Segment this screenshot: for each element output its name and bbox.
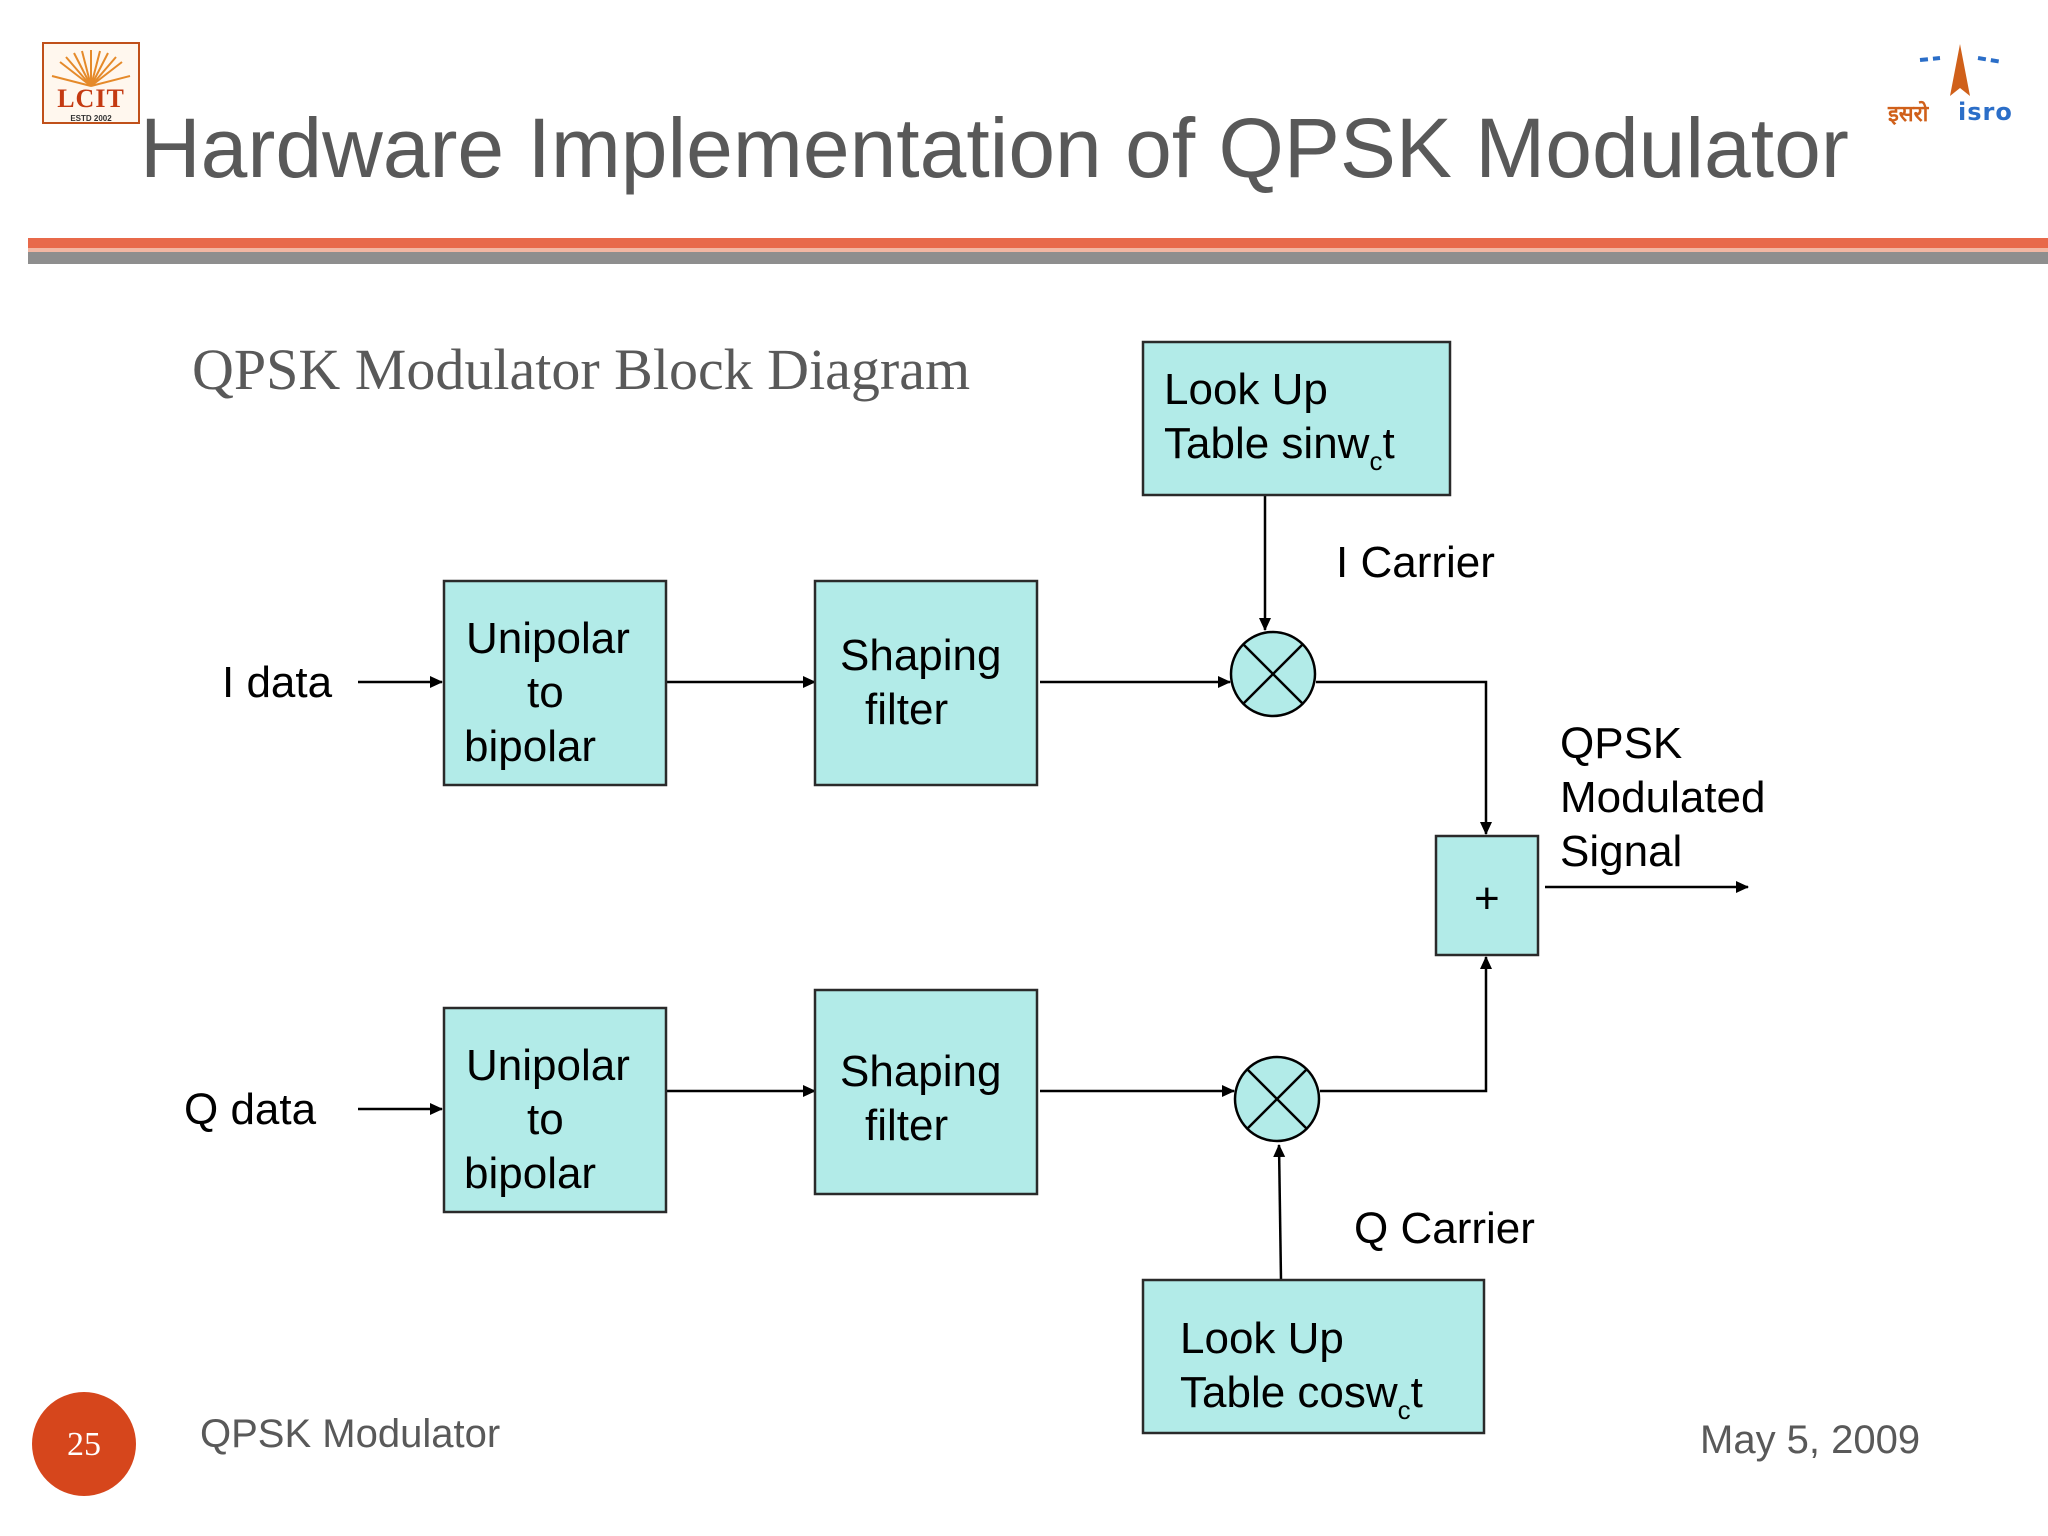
mixer-i (1229, 630, 1317, 718)
lut-cos-line-1: Look Up (1180, 1314, 1344, 1363)
diagram-subtitle: QPSK Modulator Block Diagram (192, 337, 971, 402)
footer-title: QPSK Modulator (200, 1412, 501, 1456)
unipolar-to-bipolar-block-i: Unipolar to bipolar (442, 579, 668, 787)
lcit-logo-text: LCIT (57, 84, 125, 113)
unipolar-to-bipolar-block-q: Unipolar to bipolar (442, 1006, 668, 1214)
unipolar-line-2: to (527, 668, 564, 717)
adder-symbol: + (1474, 874, 1500, 923)
output-label-line-3: Signal (1560, 827, 1682, 876)
i-data-label: I data (222, 658, 333, 707)
header-rule-gray (28, 252, 2048, 264)
footer-date: May 5, 2009 (1700, 1418, 1921, 1462)
lcit-logo: LCIT ESTD 2002 (42, 42, 140, 124)
lcit-logo-estd: ESTD 2002 (70, 114, 112, 123)
q-data-label: Q data (184, 1085, 317, 1134)
isro-logo-en: isro (1958, 98, 2013, 126)
unipolar-q-line-1: Unipolar (466, 1041, 630, 1090)
lookup-table-sin-block: Look Up Table sinwct (1141, 340, 1452, 497)
wire-q-mixer-adder (1320, 956, 1492, 1093)
lookup-table-cos-block: Look Up Table coswct (1141, 1278, 1486, 1435)
isro-logo: इसरो isro (1880, 40, 2030, 150)
adder-block: + (1434, 834, 1540, 957)
lut-sin-line-1: Look Up (1164, 365, 1328, 414)
shaping-filter-block-i: Shaping filter (813, 579, 1039, 787)
header-rule-orange (28, 238, 2048, 248)
wire-i-mixer-adder (1316, 680, 1492, 835)
unipolar-line-3: bipolar (464, 722, 596, 771)
output-label-line-1: QPSK (1560, 719, 1682, 768)
slide-number: 25 (67, 1426, 101, 1463)
sunburst-icon (51, 50, 131, 87)
unipolar-q-line-2: to (527, 1095, 564, 1144)
slide-number-badge (32, 1392, 136, 1496)
i-carrier-label: I Carrier (1336, 538, 1495, 587)
q-carrier-label: Q Carrier (1354, 1204, 1535, 1253)
header-rule-light (28, 248, 2048, 252)
output-label-line-2: Modulated (1560, 773, 1765, 822)
unipolar-q-line-3: bipolar (464, 1149, 596, 1198)
rocket-icon (1919, 44, 2003, 96)
shaping-line-2: filter (865, 685, 948, 734)
slide-title: Hardware Implementation of QPSK Modulato… (140, 101, 1849, 195)
lut-sin-line-2: Table sinwct (1164, 419, 1395, 476)
shaping-filter-block-q: Shaping filter (813, 988, 1039, 1196)
unipolar-line-1: Unipolar (466, 614, 630, 663)
shaping-line-1: Shaping (840, 631, 1001, 680)
mixer-q (1233, 1055, 1321, 1143)
wire-q-carrier (1273, 1144, 1286, 1281)
lut-cos-line-2: Table coswct (1180, 1368, 1423, 1425)
shaping-q-line-2: filter (865, 1101, 948, 1150)
shaping-q-line-1: Shaping (840, 1047, 1001, 1096)
isro-logo-hindi: इसरो (1888, 102, 1929, 127)
